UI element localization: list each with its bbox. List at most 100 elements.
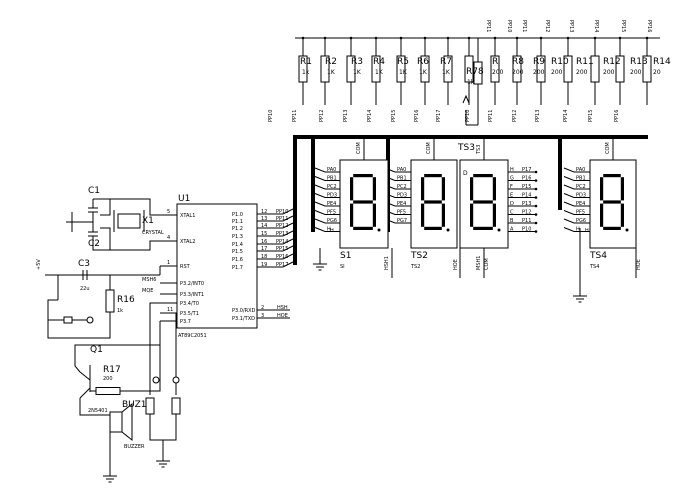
resistor-value: 200 (630, 69, 642, 76)
display-pin-wire (314, 176, 340, 181)
net-label: PP10 (268, 110, 274, 122)
resistor-value: 1k (302, 69, 310, 76)
display-label: TS2 (410, 264, 420, 270)
junction-dot (539, 36, 543, 40)
segment (603, 200, 621, 204)
segment (350, 177, 354, 201)
segment (600, 203, 604, 227)
resistor-r16 (105, 289, 115, 313)
switch-wire (160, 312, 177, 395)
buzzer-ref: BUZ1 (122, 400, 147, 410)
transistor-wire (74, 344, 160, 373)
resistor-ref: R78 (466, 67, 484, 77)
segment (620, 203, 624, 227)
resistor-ref: R7 (440, 57, 452, 67)
port-net: PP10 (276, 209, 288, 215)
mcu-pin-name: P1.2 (232, 226, 243, 232)
resistor-ref: R1 (300, 57, 312, 67)
port-wire (275, 253, 294, 260)
mcu-pin-number: 17 (261, 246, 267, 252)
mcu-pin-name: P1.4 (232, 242, 243, 248)
segment (353, 200, 373, 204)
display-pin-wire (314, 201, 340, 207)
display-net: P16 (522, 176, 531, 182)
segment (441, 177, 445, 201)
crystal-part: CRYSTAL (142, 230, 164, 236)
segment (424, 200, 442, 204)
display-pin: PC2 (576, 184, 586, 190)
resistor (464, 55, 474, 83)
display-net: P13 (522, 201, 531, 207)
port-net: PP15 (276, 246, 288, 252)
junction-dot (374, 36, 378, 40)
display-pin: PG7 (397, 218, 407, 224)
mcu-pin-number: 19 (261, 262, 267, 268)
cap-ref: C2 (88, 239, 100, 249)
display-pin: D (463, 170, 468, 177)
switch-wire (149, 302, 160, 395)
display-pin: PF5 (327, 210, 336, 216)
resistor (346, 55, 356, 83)
display-com: COM (426, 142, 432, 154)
resistor-ref: R14 (653, 57, 671, 67)
resistor-ref: R12 (603, 57, 621, 67)
net-label: PP12 (544, 20, 550, 32)
net-label: PP15 (391, 110, 397, 122)
mcu-pin-number: 15 (261, 231, 267, 237)
pushbutton (171, 397, 181, 415)
mcu-pin-name: XTAL1 (180, 213, 195, 219)
mcu-pin-name: P3.2/INT0 (180, 281, 204, 287)
resistor (396, 55, 406, 83)
net-label: PP13 (535, 110, 541, 122)
port-wire (275, 230, 294, 237)
display-pin: PF5 (397, 210, 406, 216)
decimal-point (446, 228, 450, 232)
display-pin-wire (563, 167, 590, 173)
clock-reset-circuit (63, 213, 181, 433)
display-net: HOE (636, 259, 642, 270)
display-pin: PC2 (397, 184, 407, 190)
resistor-value: 1K (353, 69, 362, 76)
display-pin-wire (563, 218, 590, 224)
junction-dot (593, 36, 597, 40)
port-wire (275, 238, 294, 245)
resistor-ref: R5 (397, 57, 409, 67)
pushbutton (145, 397, 155, 415)
resistor-r17 (95, 387, 121, 395)
transistor-lead (79, 371, 91, 381)
reset-wire (47, 299, 111, 339)
cap-ref: C1 (88, 186, 100, 196)
display-ref: TS2 (410, 251, 428, 261)
resistor-ref: R13 (630, 57, 648, 67)
mcu-pin-name: P1.0 (232, 212, 243, 218)
segment (424, 226, 442, 230)
microcontroller (176, 203, 258, 329)
port-net: PP12 (276, 223, 288, 229)
mcu-pin-number: 12 (261, 209, 267, 215)
display-pin-wire (314, 227, 340, 232)
display-com: COM (356, 142, 362, 154)
display-pin: PA0 (327, 167, 336, 173)
segment (620, 177, 624, 201)
display-pin: PG6 (576, 218, 586, 224)
crystal-wire (100, 198, 160, 216)
mcu-pin-name: P3.5/T1 (180, 311, 199, 317)
ground-symbol (313, 258, 327, 271)
seven-segment-digit (350, 174, 381, 232)
junction-dot (534, 230, 538, 233)
display-body (589, 159, 637, 249)
display-pin: PE4 (327, 201, 336, 207)
mcu-pin-name: P3.4/T0 (180, 301, 199, 307)
mcu-pin-name: P3.7 (180, 319, 191, 325)
mcu-pin-name: P3.3/INT1 (180, 292, 204, 298)
seven-segment-digit (421, 174, 450, 232)
net-label: PP15 (588, 110, 594, 122)
junction-dot (534, 179, 538, 182)
serial-net: HOE (277, 313, 288, 319)
mcu-pin-number: 16 (261, 239, 267, 245)
display-pin: H (510, 167, 514, 173)
mcu-pin-name: P1.1 (232, 219, 243, 225)
pot-wiper (462, 94, 470, 104)
junction-dot (534, 221, 538, 225)
